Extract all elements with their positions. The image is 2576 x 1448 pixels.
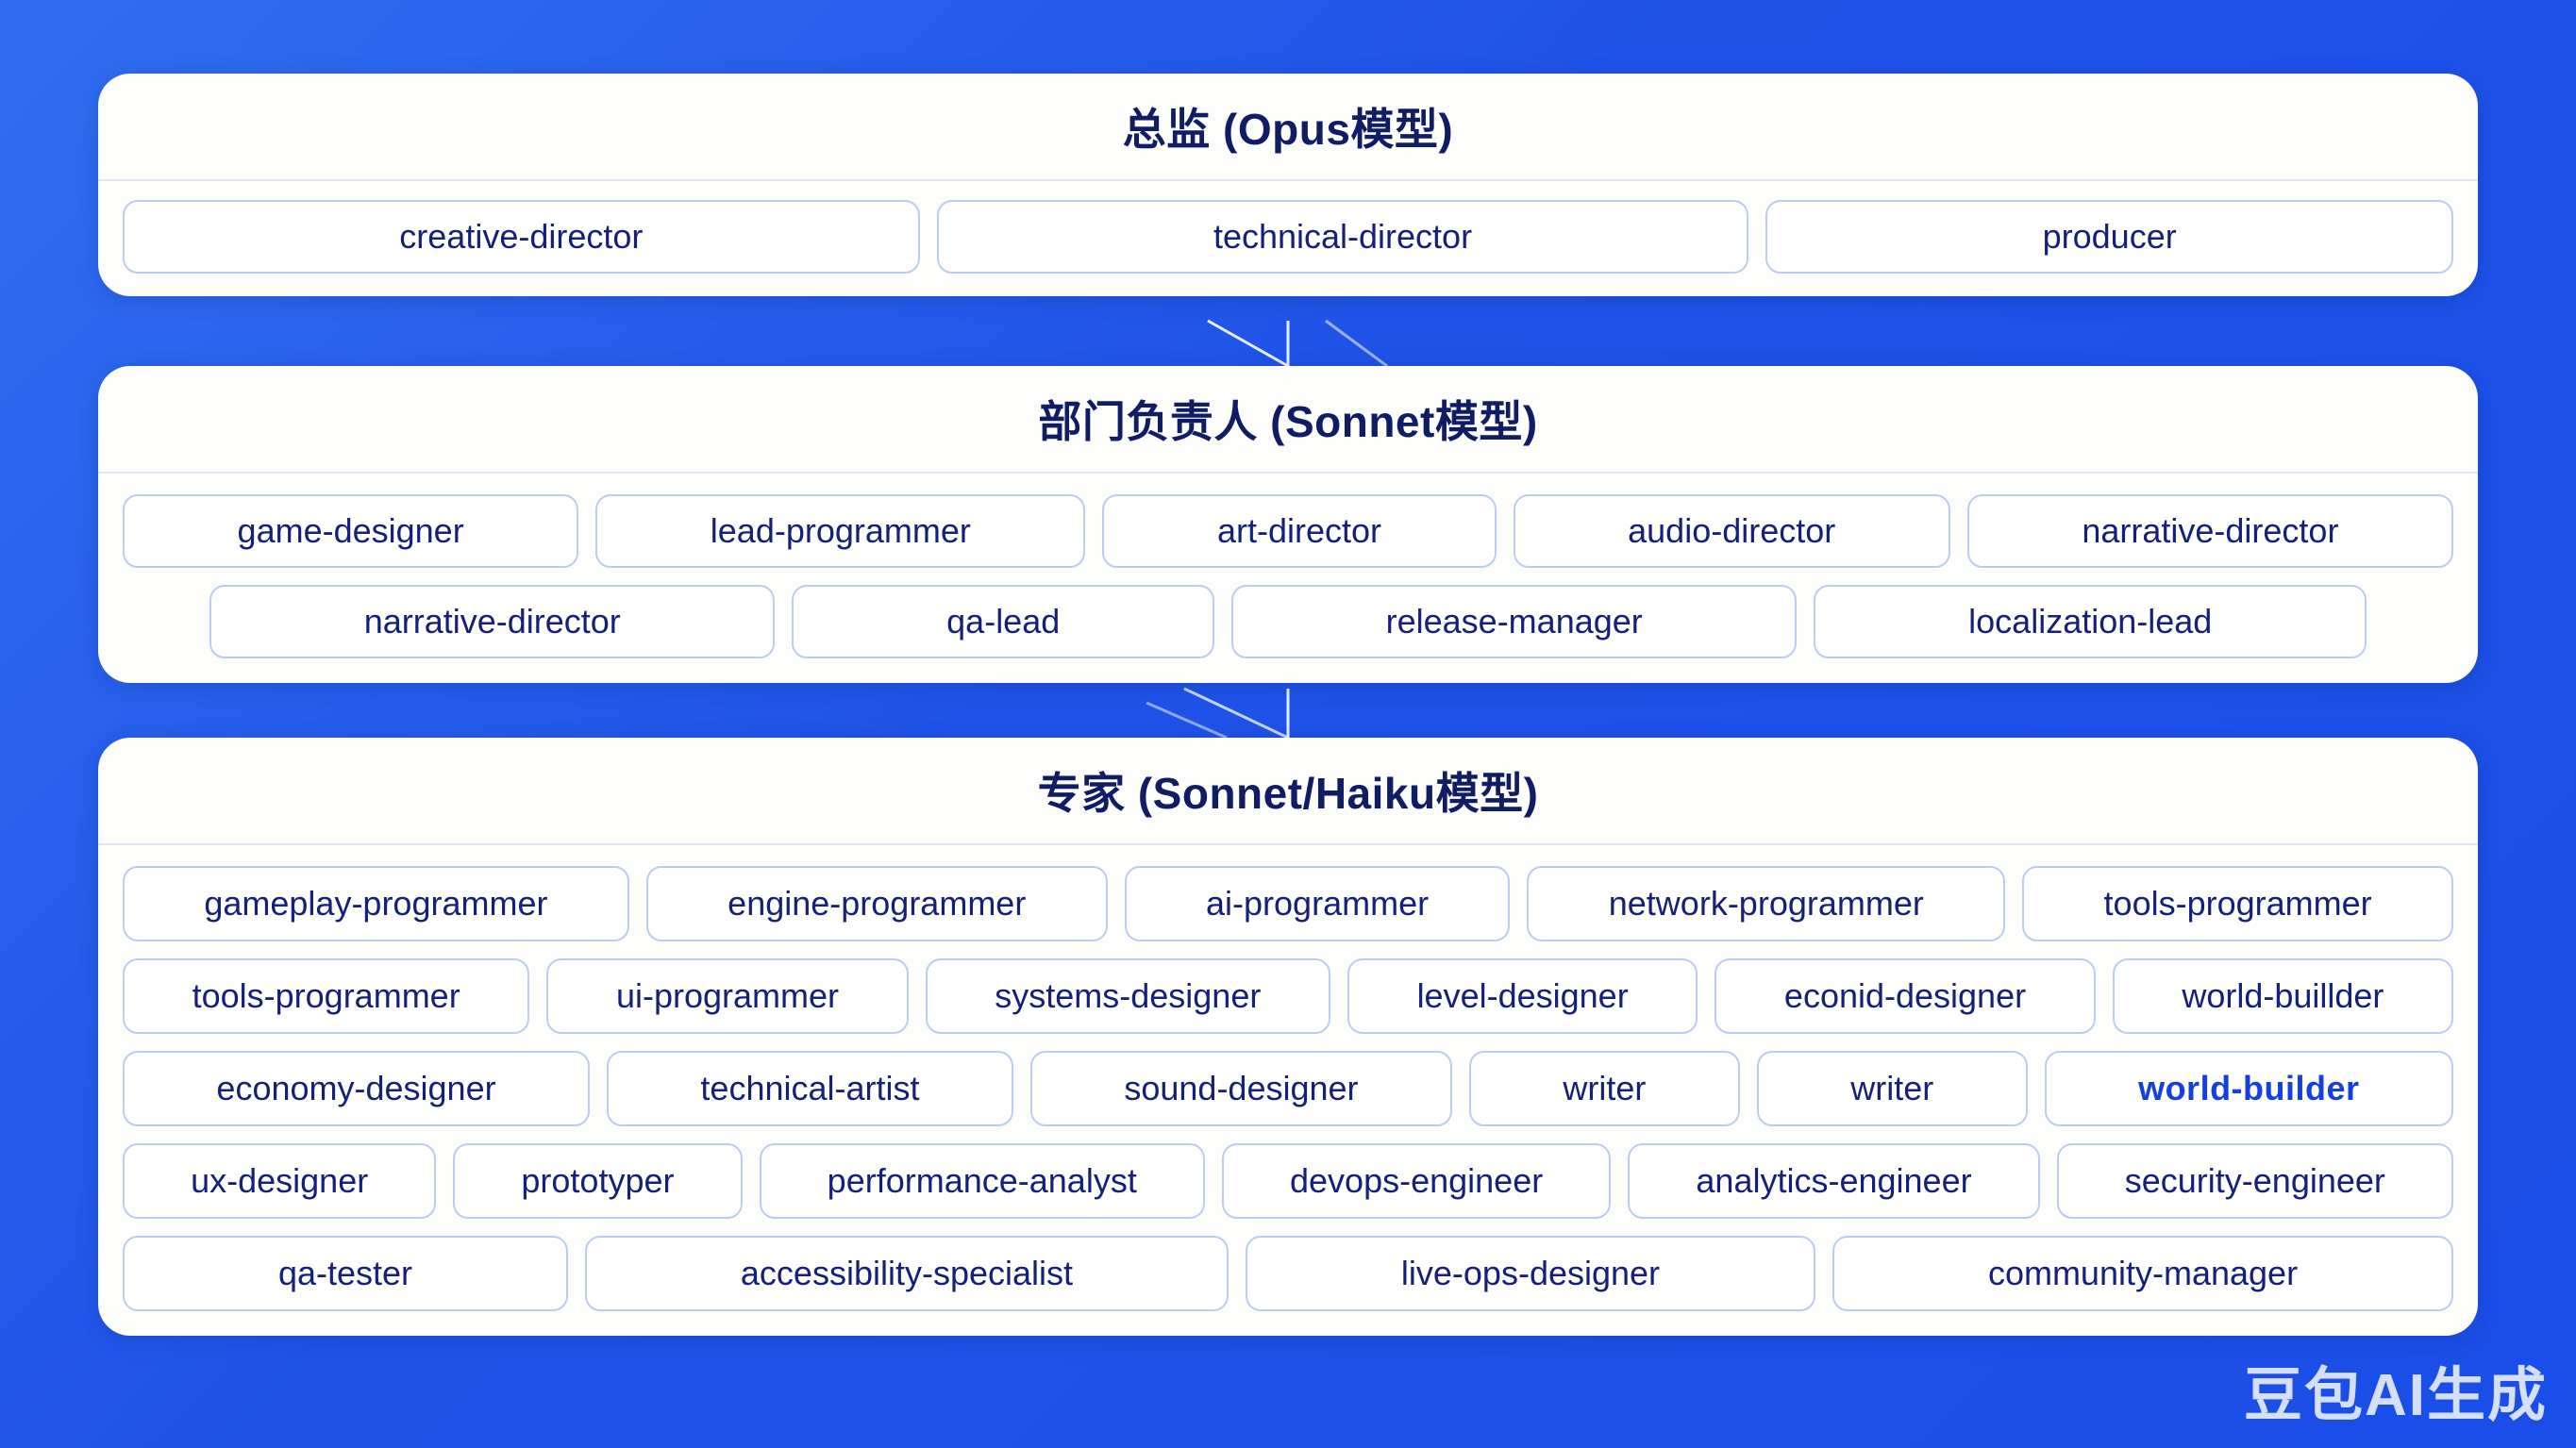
chip-row: game-designer lead-programmer art-direct… [123, 494, 2453, 568]
chip-writer-1[interactable]: writer [1468, 1051, 1740, 1126]
chip-tools-programmer-2[interactable]: tools-programmer [123, 958, 530, 1034]
chip-producer[interactable]: producer [1765, 200, 2453, 274]
chip-level-designer[interactable]: level-designer [1347, 958, 1698, 1034]
chip-qa-lead[interactable]: qa-lead [792, 585, 1214, 658]
panel-department-leads: 部门负责人 (Sonnet模型) game-designer lead-prog… [98, 366, 2478, 683]
chip-ui-programmer[interactable]: ui-programmer [546, 958, 909, 1034]
chip-ai-programmer[interactable]: ai-programmer [1124, 866, 1511, 941]
chip-technical-director[interactable]: technical-director [936, 200, 1749, 274]
chip-release-manager[interactable]: release-manager [1230, 585, 1798, 658]
chip-analytics-engineer[interactable]: analytics-engineer [1628, 1143, 2040, 1219]
chip-sound-designer[interactable]: sound-designer [1029, 1051, 1452, 1126]
chip-creative-director[interactable]: creative-director [123, 200, 920, 274]
chip-world-buillder[interactable]: world-buillder [2112, 958, 2454, 1034]
panel-director: 总监 (Opus模型) creative-director technical-… [98, 74, 2478, 296]
chip-narrative-director[interactable]: narrative-director [1966, 494, 2453, 568]
panel-department-leads-body: game-designer lead-programmer art-direct… [98, 474, 2478, 683]
panel-experts-title: 专家 (Sonnet/Haiku模型) [98, 738, 2478, 845]
chip-accessibility-specialist[interactable]: accessibility-specialist [584, 1236, 1229, 1311]
chip-performance-analyst[interactable]: performance-analyst [759, 1143, 1205, 1219]
chip-econid-designer[interactable]: econid-designer [1715, 958, 2096, 1034]
chip-qa-tester[interactable]: qa-tester [123, 1236, 568, 1311]
chip-row: qa-tester accessibility-specialist live-… [123, 1236, 2454, 1311]
chip-systems-designer[interactable]: systems-designer [925, 958, 1330, 1034]
watermark-label: 豆包AI生成 [2243, 1363, 2548, 1428]
chip-lead-programmer[interactable]: lead-programmer [595, 494, 1086, 568]
chip-row: creative-director technical-director pro… [123, 200, 2453, 274]
chip-tools-programmer[interactable]: tools-programmer [2022, 866, 2453, 941]
chip-row: ux-designer prototyper performance-analy… [123, 1143, 2453, 1219]
chip-world-builder-highlighted[interactable]: world-builder [2044, 1051, 2453, 1126]
chip-security-engineer[interactable]: security-engineer [2056, 1143, 2453, 1219]
chip-prototyper[interactable]: prototyper [453, 1143, 743, 1219]
chip-row: gameplay-programmer engine-programmer ai… [123, 866, 2453, 941]
chip-gameplay-programmer[interactable]: gameplay-programmer [123, 866, 629, 941]
panel-experts: 专家 (Sonnet/Haiku模型) gameplay-programmer … [98, 738, 2478, 1336]
chip-ux-designer[interactable]: ux-designer [123, 1143, 437, 1219]
chip-devops-engineer[interactable]: devops-engineer [1221, 1143, 1612, 1219]
chip-community-manager[interactable]: community-manager [1832, 1236, 2454, 1311]
chip-game-designer[interactable]: game-designer [123, 494, 579, 568]
chip-live-ops-designer[interactable]: live-ops-designer [1245, 1236, 1815, 1311]
chip-audio-director[interactable]: audio-director [1513, 494, 1950, 568]
chip-network-programmer[interactable]: network-programmer [1527, 866, 2006, 941]
chip-narrative-director-2[interactable]: narrative-director [209, 585, 776, 658]
chip-art-director[interactable]: art-director [1102, 494, 1497, 568]
panel-department-leads-title: 部门负责人 (Sonnet模型) [98, 366, 2478, 474]
chip-localization-lead[interactable]: localization-lead [1814, 585, 2367, 658]
panel-director-title: 总监 (Opus模型) [98, 74, 2478, 181]
panel-director-body: creative-director technical-director pro… [98, 181, 2478, 296]
chip-technical-artist[interactable]: technical-artist [607, 1051, 1013, 1126]
chip-economy-designer[interactable]: economy-designer [123, 1051, 590, 1126]
chip-engine-programmer[interactable]: engine-programmer [645, 866, 1108, 941]
chip-writer-2[interactable]: writer [1756, 1051, 2028, 1126]
panel-experts-body: gameplay-programmer engine-programmer ai… [98, 845, 2478, 1336]
chip-row: narrative-director qa-lead release-manag… [123, 585, 2453, 658]
chip-row: economy-designer technical-artist sound-… [123, 1051, 2453, 1126]
chip-row: tools-programmer ui-programmer systems-d… [123, 958, 2454, 1034]
